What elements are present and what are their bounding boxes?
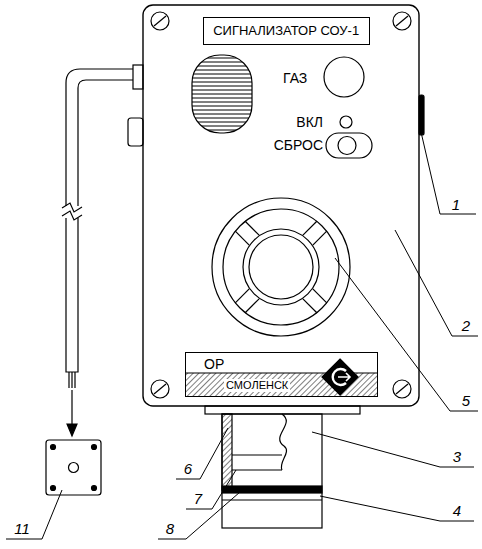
callout-number: 5 <box>462 393 470 408</box>
speaker-grille <box>192 55 252 133</box>
leader-line <box>6 490 62 539</box>
callout-number: 2 <box>462 318 470 333</box>
maker-logo <box>338 373 350 381</box>
sensor-grille <box>245 299 259 313</box>
marking-band: ОРСМОЛЕНСК <box>185 352 378 397</box>
callout-number: 11 <box>14 521 30 536</box>
screw <box>393 12 411 30</box>
reset-button <box>326 133 372 158</box>
screw <box>396 16 408 26</box>
leader-line <box>176 428 228 479</box>
cable <box>62 65 143 436</box>
cable <box>78 80 133 206</box>
sensor-grille <box>303 299 317 313</box>
connector-socket <box>51 445 56 450</box>
sensor-grille <box>212 198 350 336</box>
sensor-grille <box>235 289 249 303</box>
cable <box>67 424 77 436</box>
sensor-grille <box>212 198 350 336</box>
sensor-grille <box>313 289 327 303</box>
connector-socket <box>92 445 97 450</box>
cable <box>69 372 75 388</box>
connector-socket <box>46 440 101 495</box>
side-knob <box>419 95 424 135</box>
sensor-head <box>232 469 282 470</box>
connector-socket <box>51 486 56 491</box>
callout-number: 6 <box>184 461 192 476</box>
housing <box>143 5 419 406</box>
reset-button <box>326 133 372 158</box>
maker-logo <box>322 359 358 395</box>
callout-number: 1 <box>452 197 460 212</box>
callout-number: 8 <box>166 521 174 536</box>
sensor-head <box>205 406 360 414</box>
speaker-grille <box>192 55 252 133</box>
cable <box>71 390 72 428</box>
sensor-grille <box>249 235 313 299</box>
sensor-head <box>222 499 322 500</box>
leader-line <box>421 132 476 214</box>
leader-line <box>312 432 474 467</box>
callout-number: 4 <box>453 503 461 518</box>
connector-socket <box>46 440 101 495</box>
leader-line <box>6 132 478 539</box>
screw <box>151 12 411 398</box>
cable <box>66 218 78 372</box>
maker-logo <box>322 359 358 395</box>
sensor-grille <box>303 221 317 235</box>
screw <box>154 384 166 394</box>
sensor-grille <box>245 221 259 235</box>
leader-line <box>320 496 474 521</box>
sensor-head <box>205 406 360 528</box>
cable <box>66 69 133 206</box>
sensor-head <box>232 454 282 455</box>
housing <box>143 5 419 406</box>
leader-line <box>186 470 236 509</box>
screw <box>396 384 408 394</box>
lamp-label: ГАЗ <box>283 71 307 85</box>
indicator-lamp <box>324 57 364 128</box>
callout-number: 3 <box>453 449 461 464</box>
sensor-grille <box>243 229 319 305</box>
indicator-lamp <box>340 116 352 128</box>
screw <box>393 380 411 398</box>
cable <box>128 118 143 146</box>
cable <box>133 65 143 89</box>
cable <box>62 211 82 220</box>
cable <box>62 203 82 212</box>
title-plate: СИГНАЛИЗАТОР СОУ-1 <box>203 17 370 45</box>
side-knob <box>419 95 424 135</box>
panel-marking: ОР <box>204 357 224 371</box>
switch-label: ВКЛ <box>296 115 323 129</box>
screw <box>154 16 166 26</box>
connector-socket <box>92 486 97 491</box>
screw <box>151 380 169 398</box>
sensor-grille <box>313 231 327 245</box>
sensor-head <box>222 486 322 493</box>
indicator-lamp <box>324 57 364 97</box>
leader-line <box>395 230 478 336</box>
leader-line <box>335 258 478 411</box>
sensor-head <box>280 414 287 470</box>
sensor-grille <box>223 209 339 325</box>
sensor-grille <box>235 231 249 245</box>
button-label: СБРОС <box>274 138 323 152</box>
sensor-head <box>222 414 322 528</box>
screw <box>151 12 169 30</box>
reset-button <box>338 137 356 155</box>
device-title: СИГНАЛИЗАТОР СОУ-1 <box>213 24 359 37</box>
connector-socket <box>69 463 79 473</box>
maker-name: СМОЛЕНСК <box>224 379 290 392</box>
callout-number: 7 <box>194 491 202 506</box>
